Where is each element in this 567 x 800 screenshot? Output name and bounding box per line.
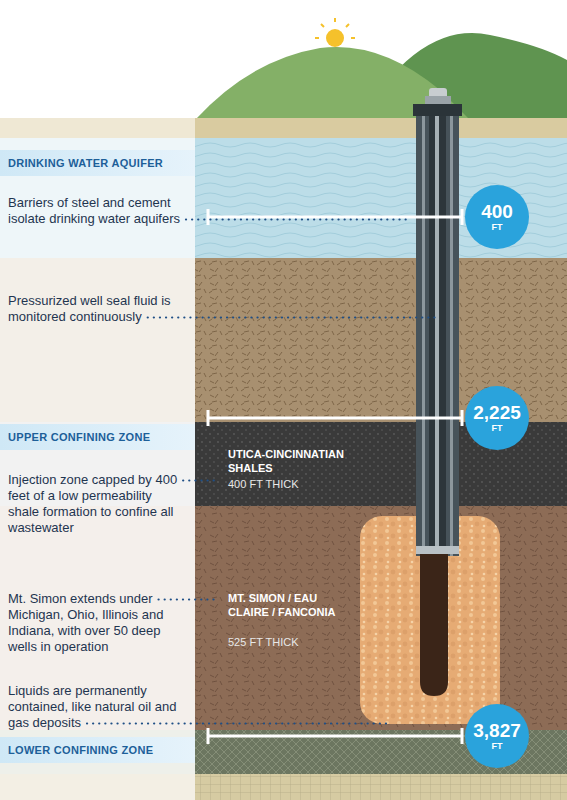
- callout-note: Mt. Simon extends under Michigan, Ohio, …: [8, 591, 186, 655]
- depth-circle: 2,225FT: [465, 386, 529, 450]
- thickness-label: 400 FT THICK: [228, 477, 378, 491]
- depth-circle: 400FT: [465, 185, 529, 249]
- callout-note: Pressurized well seal fluid is monitored…: [8, 293, 186, 325]
- depth-unit: FT: [492, 741, 503, 751]
- zone-title: LOWER CONFINING ZONE: [8, 744, 153, 756]
- callout-note: Injection zone capped by 400 feet of a l…: [8, 472, 186, 536]
- zone-title: UPPER CONFINING ZONE: [8, 431, 150, 443]
- callout-note: Liquids are permanently contained, like …: [8, 683, 186, 731]
- zone-band: UPPER CONFINING ZONE: [0, 424, 195, 450]
- zone-band: DRINKING WATER AQUIFER: [0, 150, 195, 176]
- depth-circle: 3,827FT: [465, 704, 529, 768]
- leader-dots: [159, 598, 218, 600]
- thickness-label: 525 FT THICK: [228, 635, 348, 649]
- callout-note: Barriers of steel and cement isolate dri…: [8, 195, 190, 227]
- depth-number: 400: [481, 202, 513, 222]
- formation-name: MT. SIMON / EAU CLAIRE / FANCONIA: [228, 591, 348, 619]
- formation-name: UTICA-CINCINNATIAN SHALES: [228, 447, 378, 475]
- depth-unit: FT: [492, 423, 503, 433]
- leader-dots: [87, 722, 386, 724]
- depth-number: 2,225: [473, 403, 521, 423]
- zone-band: LOWER CONFINING ZONE: [0, 737, 195, 763]
- leader-dots: [183, 479, 214, 481]
- depth-number: 3,827: [473, 721, 521, 741]
- leader-dots: [186, 218, 408, 220]
- depth-unit: FT: [492, 222, 503, 232]
- zone-title: DRINKING WATER AQUIFER: [8, 157, 163, 169]
- leader-dots: [148, 316, 436, 318]
